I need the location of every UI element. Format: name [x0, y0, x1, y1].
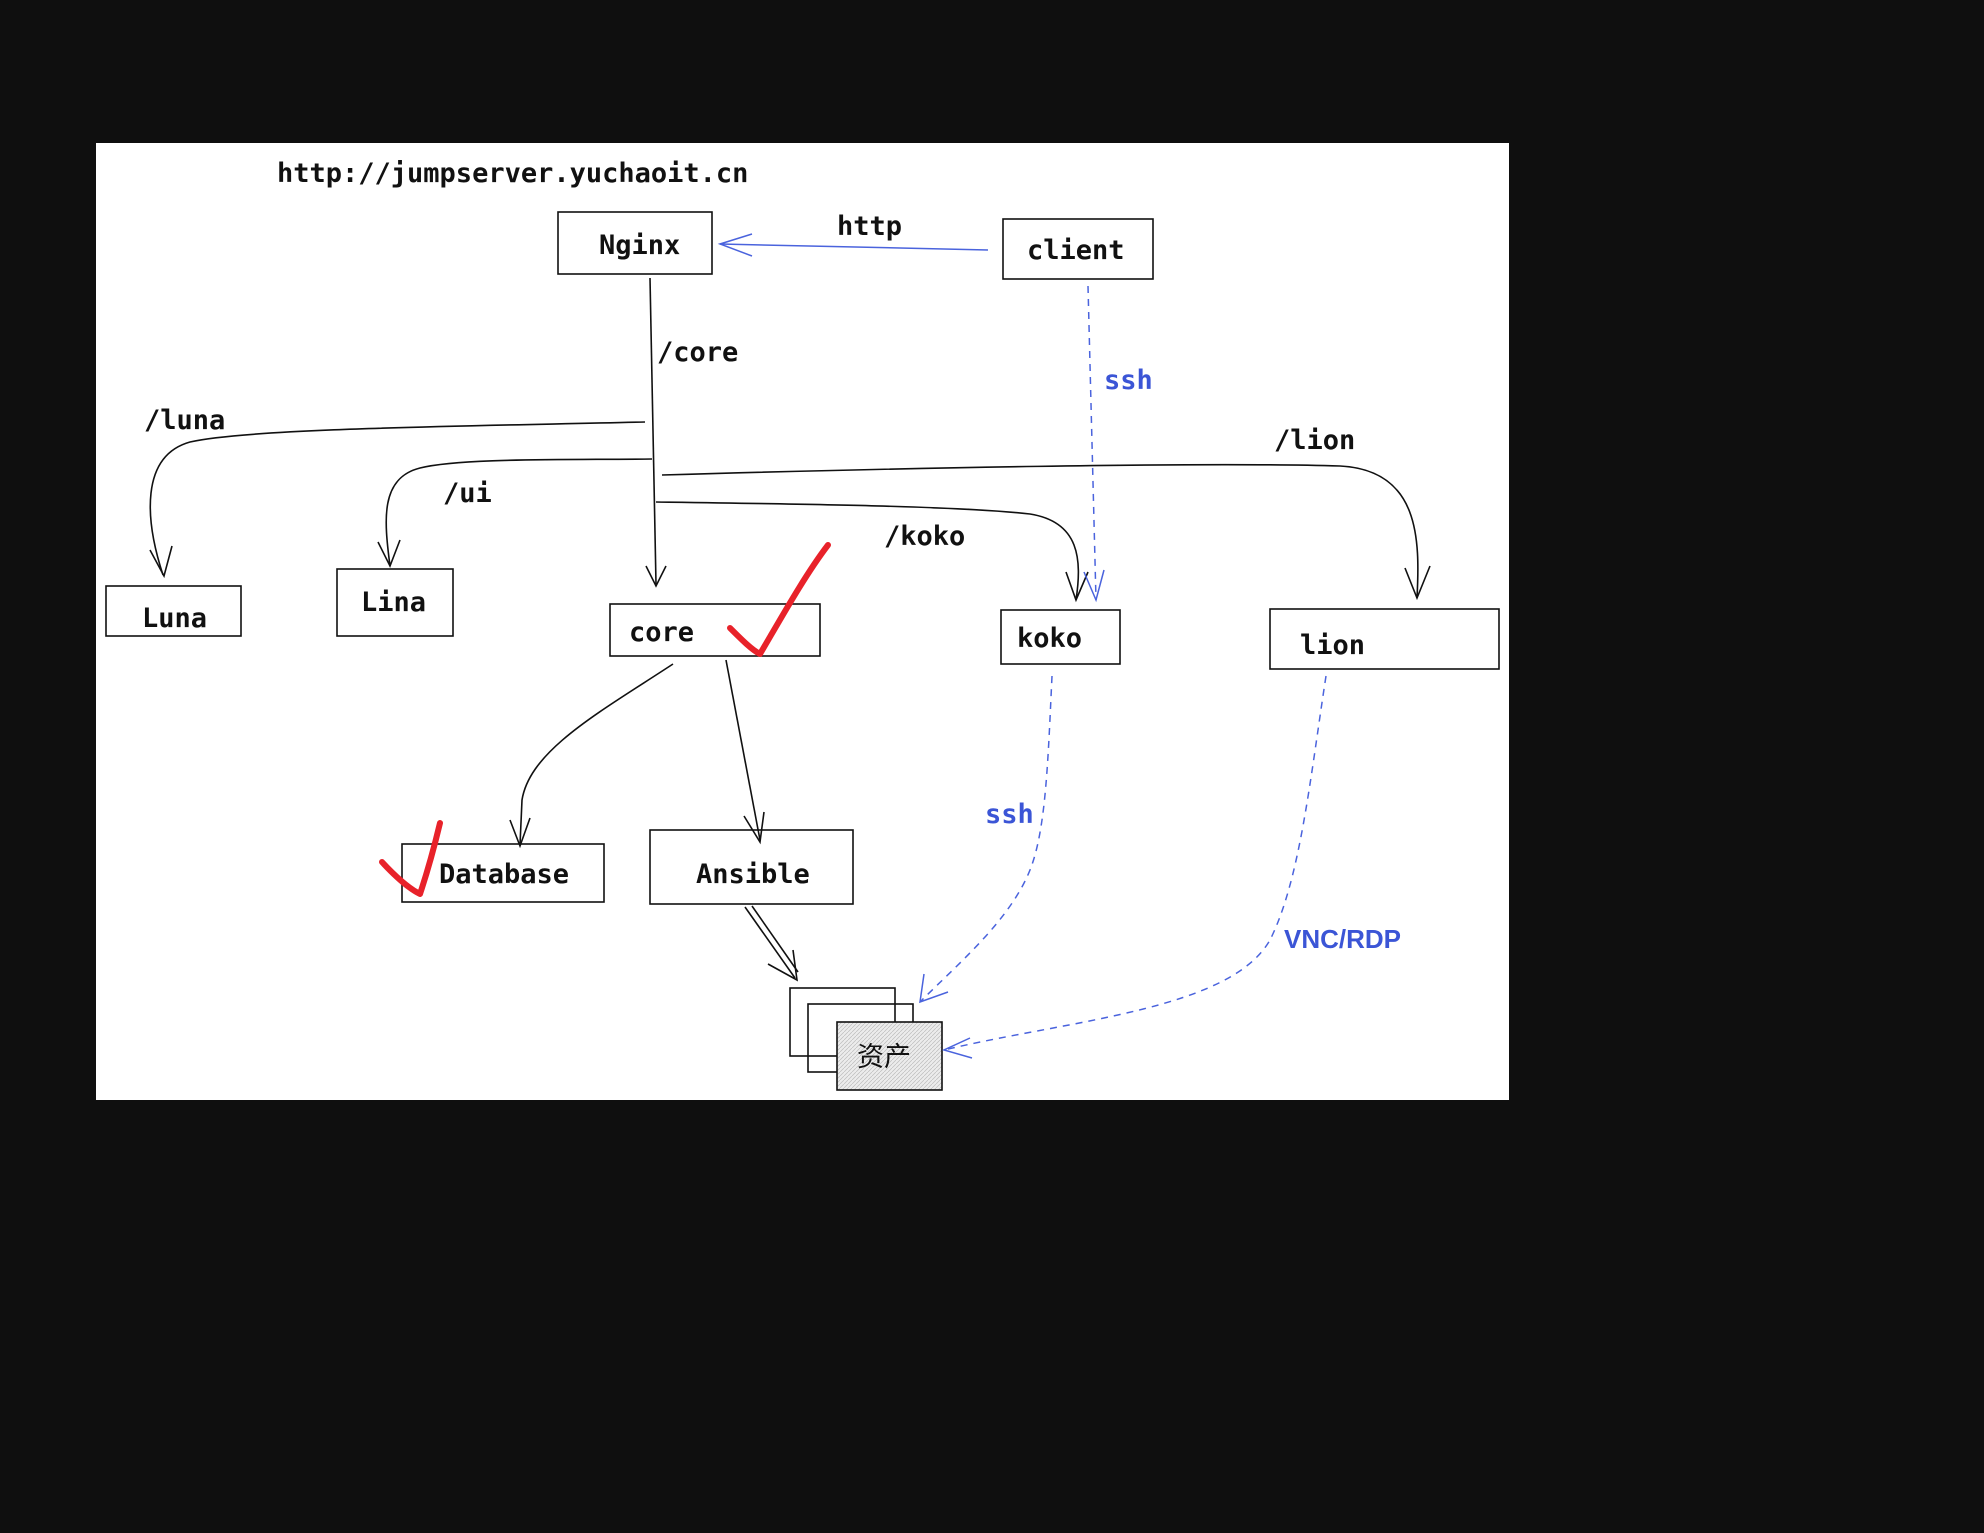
asset-arrowhead	[767, 949, 799, 982]
ansible-arrowhead	[743, 811, 765, 845]
http-label: http	[837, 211, 902, 242]
core-label: core	[629, 617, 694, 648]
lion-node: lion	[1269, 608, 1500, 670]
core-to-ansible-edge	[725, 659, 761, 841]
diagram-svg: http://jumpserver.yuchaoit.cn Nginx clie…	[96, 143, 1509, 1100]
database-check-mark	[379, 820, 443, 897]
asset-label: 资产	[857, 1042, 911, 1073]
lina-edge	[385, 458, 653, 567]
client-label: client	[1027, 235, 1125, 266]
ssh-koko-label: ssh	[985, 799, 1034, 830]
luna-label: Luna	[142, 603, 207, 634]
core-arrowhead	[645, 565, 667, 588]
core-node: core	[609, 603, 821, 657]
ansible-node: Ansible	[649, 829, 854, 905]
luna-edge	[149, 421, 646, 576]
koko-to-asset-ssh-edge	[919, 675, 1053, 1003]
http-edge	[717, 233, 989, 257]
routing-edges	[149, 277, 1431, 982]
ui-path-label: /ui	[443, 478, 492, 509]
koko-node: koko	[1000, 609, 1121, 665]
lion-label: lion	[1300, 630, 1365, 661]
lina-arrowhead	[377, 539, 401, 568]
ssh-client-label: ssh	[1104, 365, 1153, 396]
ansible-to-asset-edge-2	[751, 905, 799, 973]
koko-path-label: /koko	[884, 521, 965, 552]
lion-edge	[661, 463, 1419, 599]
protocol-edges	[919, 285, 1327, 1059]
core-to-database-edge	[519, 663, 674, 846]
nginx-to-core-edge	[649, 277, 657, 585]
lion-to-asset-arrowhead	[941, 1037, 973, 1059]
core-check-mark	[727, 542, 831, 657]
vnc-rdp-label: VNC/RDP	[1284, 924, 1401, 954]
lina-node: Lina	[336, 568, 454, 637]
client-node: client	[1002, 218, 1154, 280]
lion-arrowhead	[1404, 565, 1431, 601]
luna-node: Luna	[105, 585, 242, 637]
database-label: Database	[439, 859, 569, 890]
ansible-label: Ansible	[696, 859, 810, 890]
koko-label: koko	[1017, 623, 1082, 654]
client-to-koko-ssh-edge	[1087, 285, 1097, 601]
lina-label: Lina	[361, 587, 426, 618]
koko-edge	[655, 501, 1080, 601]
lion-path-label: /lion	[1274, 425, 1355, 456]
core-path-label: /core	[657, 337, 738, 368]
koko-arrowhead	[1065, 571, 1089, 603]
nginx-node: Nginx	[557, 211, 713, 275]
nginx-label: Nginx	[599, 230, 680, 261]
database-node: Database	[401, 843, 605, 903]
diagram-canvas	[96, 143, 1509, 1100]
ansible-to-asset-edge	[744, 906, 796, 979]
asset-node: 资产	[789, 987, 943, 1091]
koko-to-asset-arrowhead	[919, 973, 949, 1004]
database-arrowhead	[509, 817, 531, 849]
lion-to-asset-vnc-edge	[943, 675, 1327, 1051]
url-label: http://jumpserver.yuchaoit.cn	[277, 158, 748, 189]
luna-path-label: /luna	[144, 405, 225, 436]
luna-arrowhead	[149, 545, 173, 579]
client-to-koko-arrowhead	[1083, 569, 1105, 603]
